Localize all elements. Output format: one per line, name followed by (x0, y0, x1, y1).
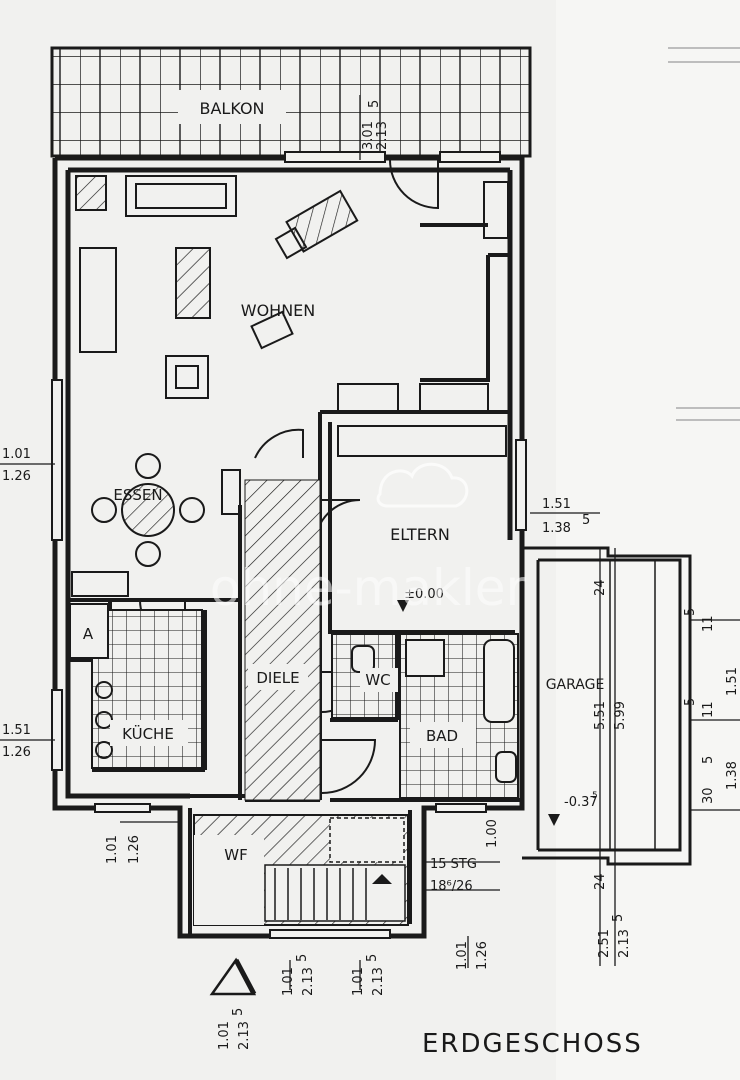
dim-eltern-h: 1.38 (542, 521, 571, 536)
dim-garage-h-sup: 5 (611, 914, 626, 922)
room-label-wc: WC (365, 671, 390, 689)
dim-kueche-w: 1.51 (2, 723, 31, 738)
stair-ratio: 18⁶/26 (430, 879, 473, 894)
room-label-eltern: ELTERN (390, 525, 450, 544)
dimension-labels: 3.01 2.13 5 1.01 1.26 1.51 1.38 5 1.51 1… (2, 100, 740, 1050)
room-label-wohnen: WOHNEN (241, 301, 316, 320)
balkon (50, 46, 532, 158)
dimension-lines (0, 95, 740, 990)
watermark-text: ohne-makler (210, 559, 527, 617)
dim-right-11a: 11 (701, 615, 716, 632)
dim-balkon-h: 2.13 (375, 121, 390, 150)
dim-right-5b: 5 (683, 698, 698, 706)
dim-balkon-h-sup: 5 (367, 100, 382, 108)
dim-right-5c: 5 (701, 756, 716, 764)
dim-entry-h: 2.13 (237, 1021, 252, 1050)
dim-right-138: 1.38 (725, 761, 740, 790)
dim-garage-bottom: 24 (593, 873, 608, 890)
room-label-abstell: A (83, 625, 94, 643)
dim-wf-left-w: 1.01 (105, 835, 120, 864)
dim-wf-left-h: 1.26 (127, 835, 142, 864)
dim-right-5a: 5 (683, 608, 698, 616)
room-label-balkon: BALKON (199, 99, 264, 118)
room-label-wf: WF (224, 846, 247, 864)
room-label-bad: BAD (426, 727, 458, 745)
dim-stair-w: 1.01 (351, 967, 366, 996)
dim-stair-h: 2.13 (371, 967, 386, 996)
room-label-kueche: KÜCHE (122, 724, 174, 743)
watermark: ohne-makler (210, 462, 527, 617)
dim-door-h: 2.13 (301, 967, 316, 996)
dim-eltern-h-sup: 5 (582, 513, 590, 528)
dim-door-h-sup: 5 (295, 954, 310, 962)
plan-title: ERDGESCHOSS (422, 1029, 643, 1059)
dim-entry-h-sup: 5 (231, 1008, 246, 1016)
bad-wc (331, 633, 519, 799)
dim-right-30: 30 (701, 787, 716, 804)
stairs (193, 814, 409, 926)
entrance-marker (209, 957, 257, 996)
dim-door-w: 1.01 (281, 967, 296, 996)
dim-bottom-h: 1.26 (475, 941, 490, 970)
room-labels: BALKON WOHNEN ESSEN ELTERN ±0.00 A KÜCHE… (83, 99, 604, 894)
dim-left-upper-h: 1.26 (2, 469, 31, 484)
dim-garage-outer: 5.99 (613, 701, 628, 730)
dim-garage-top: 24 (593, 579, 608, 596)
diele (244, 479, 321, 801)
dim-right-151: 1.51 (725, 667, 740, 696)
level-label-garage: -0.37 (564, 795, 598, 810)
windows (51, 151, 527, 939)
dim-eltern-w: 1.51 (542, 497, 571, 512)
dim-stair-h-sup: 5 (365, 954, 380, 962)
dim-garage-h: 2.13 (617, 929, 632, 958)
dim-balkon-w: 3.01 (361, 121, 376, 150)
level-label-eltern: ±0.00 (404, 587, 444, 602)
dim-garage-w: 2.51 (597, 929, 612, 958)
garage (522, 546, 692, 866)
dim-bottom-w: 1.01 (455, 941, 470, 970)
dim-left-upper-w: 1.01 (2, 447, 31, 462)
furniture-wohnen (75, 175, 509, 457)
dim-kueche-h: 1.26 (2, 745, 31, 760)
dining-table (71, 453, 241, 597)
dim-right-11b: 11 (701, 701, 716, 718)
dim-wf-right: 1.00 (485, 819, 500, 848)
level-label-garage-sup: 5 (592, 791, 598, 801)
dim-garage-inner: 5.51 (593, 701, 608, 730)
dim-entry-w: 1.01 (217, 1021, 232, 1050)
kueche (69, 603, 203, 769)
room-label-diele: DIELE (256, 669, 299, 687)
room-label-garage: GARAGE (546, 677, 605, 693)
room-label-essen: ESSEN (113, 486, 162, 504)
stair-steps: 15 STG (430, 857, 477, 872)
